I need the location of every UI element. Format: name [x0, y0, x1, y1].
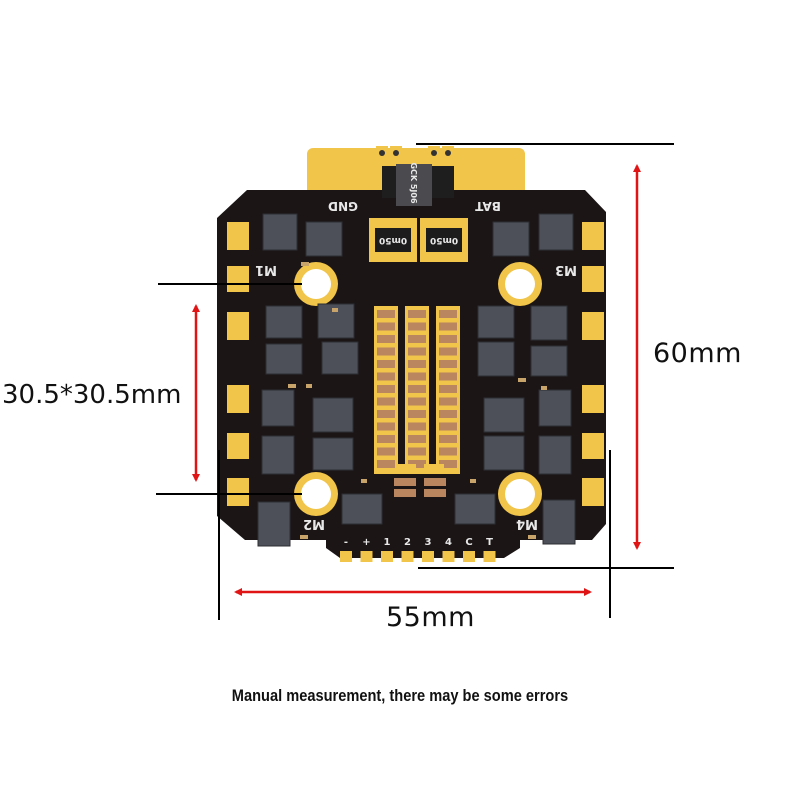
- capacitor: [408, 435, 426, 443]
- capacitor: [408, 335, 426, 343]
- pin-pad: [360, 551, 373, 562]
- capacitor: [408, 410, 426, 418]
- pin-label: 4: [445, 537, 452, 548]
- shunt-label-right: 0m50: [430, 235, 458, 245]
- pin-label: T: [486, 537, 493, 548]
- pin-label: 1: [384, 537, 391, 548]
- leader-lines: [156, 143, 674, 620]
- capacitor: [408, 310, 426, 318]
- capacitor: [439, 322, 457, 331]
- silk-m3: M3: [555, 262, 577, 277]
- capacitor: [408, 360, 426, 368]
- chip-label: GCK 5J06: [409, 162, 418, 204]
- capacitor: [439, 372, 457, 381]
- silk-m4: M4: [516, 516, 538, 531]
- dimension-width-label: 55mm: [386, 602, 475, 633]
- capacitor: [439, 397, 457, 406]
- pin-pad: [340, 551, 352, 562]
- pin-label: 3: [425, 537, 432, 548]
- capacitor: [377, 422, 395, 431]
- pin-pad: [401, 551, 414, 562]
- capacitor: [408, 385, 426, 393]
- capacitor: [377, 397, 395, 406]
- capacitor: [408, 422, 426, 431]
- pin-pad: [463, 551, 475, 562]
- capacitor: [408, 372, 426, 381]
- shunt-label-left: 0m50: [379, 235, 407, 245]
- silk-m1: M1: [255, 262, 277, 277]
- motor-pads-right: [582, 222, 604, 506]
- capacitor: [377, 385, 395, 393]
- smd-components: [288, 262, 547, 539]
- pin-pad: [381, 551, 393, 562]
- capacitor: [408, 322, 426, 331]
- pin-label: C: [465, 537, 472, 548]
- dimension-mount-label: 30.5*30.5mm: [2, 380, 182, 410]
- pin-label: 2: [404, 537, 411, 548]
- capacitor: [377, 322, 395, 331]
- capacitor: [408, 397, 426, 406]
- capacitor: [408, 447, 426, 456]
- capacitor: [377, 447, 395, 456]
- capacitor: [408, 347, 426, 356]
- pin-label: -: [344, 537, 348, 548]
- regulator-chip: GCK 5J06: [376, 146, 454, 206]
- shunt-resistors: 0m50 0m50: [369, 218, 468, 262]
- capacitor: [439, 410, 457, 418]
- silk-gnd: GND: [328, 199, 358, 213]
- capacitor: [377, 435, 395, 443]
- capacitor: [439, 422, 457, 431]
- mount-holes: [294, 262, 542, 516]
- capacitor: [439, 347, 457, 356]
- signal-pin-pads: [340, 551, 496, 562]
- signal-pin-labels: - +1 2 3 4 C T: [344, 537, 493, 548]
- capacitor: [439, 460, 457, 468]
- pin-pad: [422, 551, 434, 562]
- capacitor: [439, 447, 457, 456]
- capacitor: [377, 335, 395, 343]
- capacitor: [439, 335, 457, 343]
- capacitor: [377, 310, 395, 318]
- dimension-arrows: [192, 164, 641, 596]
- pin-label: +: [362, 537, 370, 548]
- capacitor: [439, 310, 457, 318]
- capacitor: [377, 360, 395, 368]
- capacitor: [377, 460, 395, 468]
- pin-pad: [483, 551, 496, 562]
- pin-pad: [442, 551, 455, 562]
- capacitor: [408, 460, 426, 468]
- mosfets: [257, 213, 576, 547]
- capacitor: [377, 372, 395, 381]
- bottom-capacitors: [394, 464, 446, 497]
- capacitor: [377, 410, 395, 418]
- measurement-note: Manual measurement, there may be some er…: [231, 686, 569, 705]
- dimension-height-label: 60mm: [653, 338, 742, 369]
- capacitor: [439, 435, 457, 443]
- capacitor: [377, 347, 395, 356]
- motor-pads-left: [227, 222, 249, 506]
- capacitor: [439, 385, 457, 393]
- capacitor-array: [374, 306, 460, 474]
- silk-m2: M2: [303, 516, 325, 531]
- capacitor: [439, 360, 457, 368]
- silk-bat: BAT: [474, 199, 501, 213]
